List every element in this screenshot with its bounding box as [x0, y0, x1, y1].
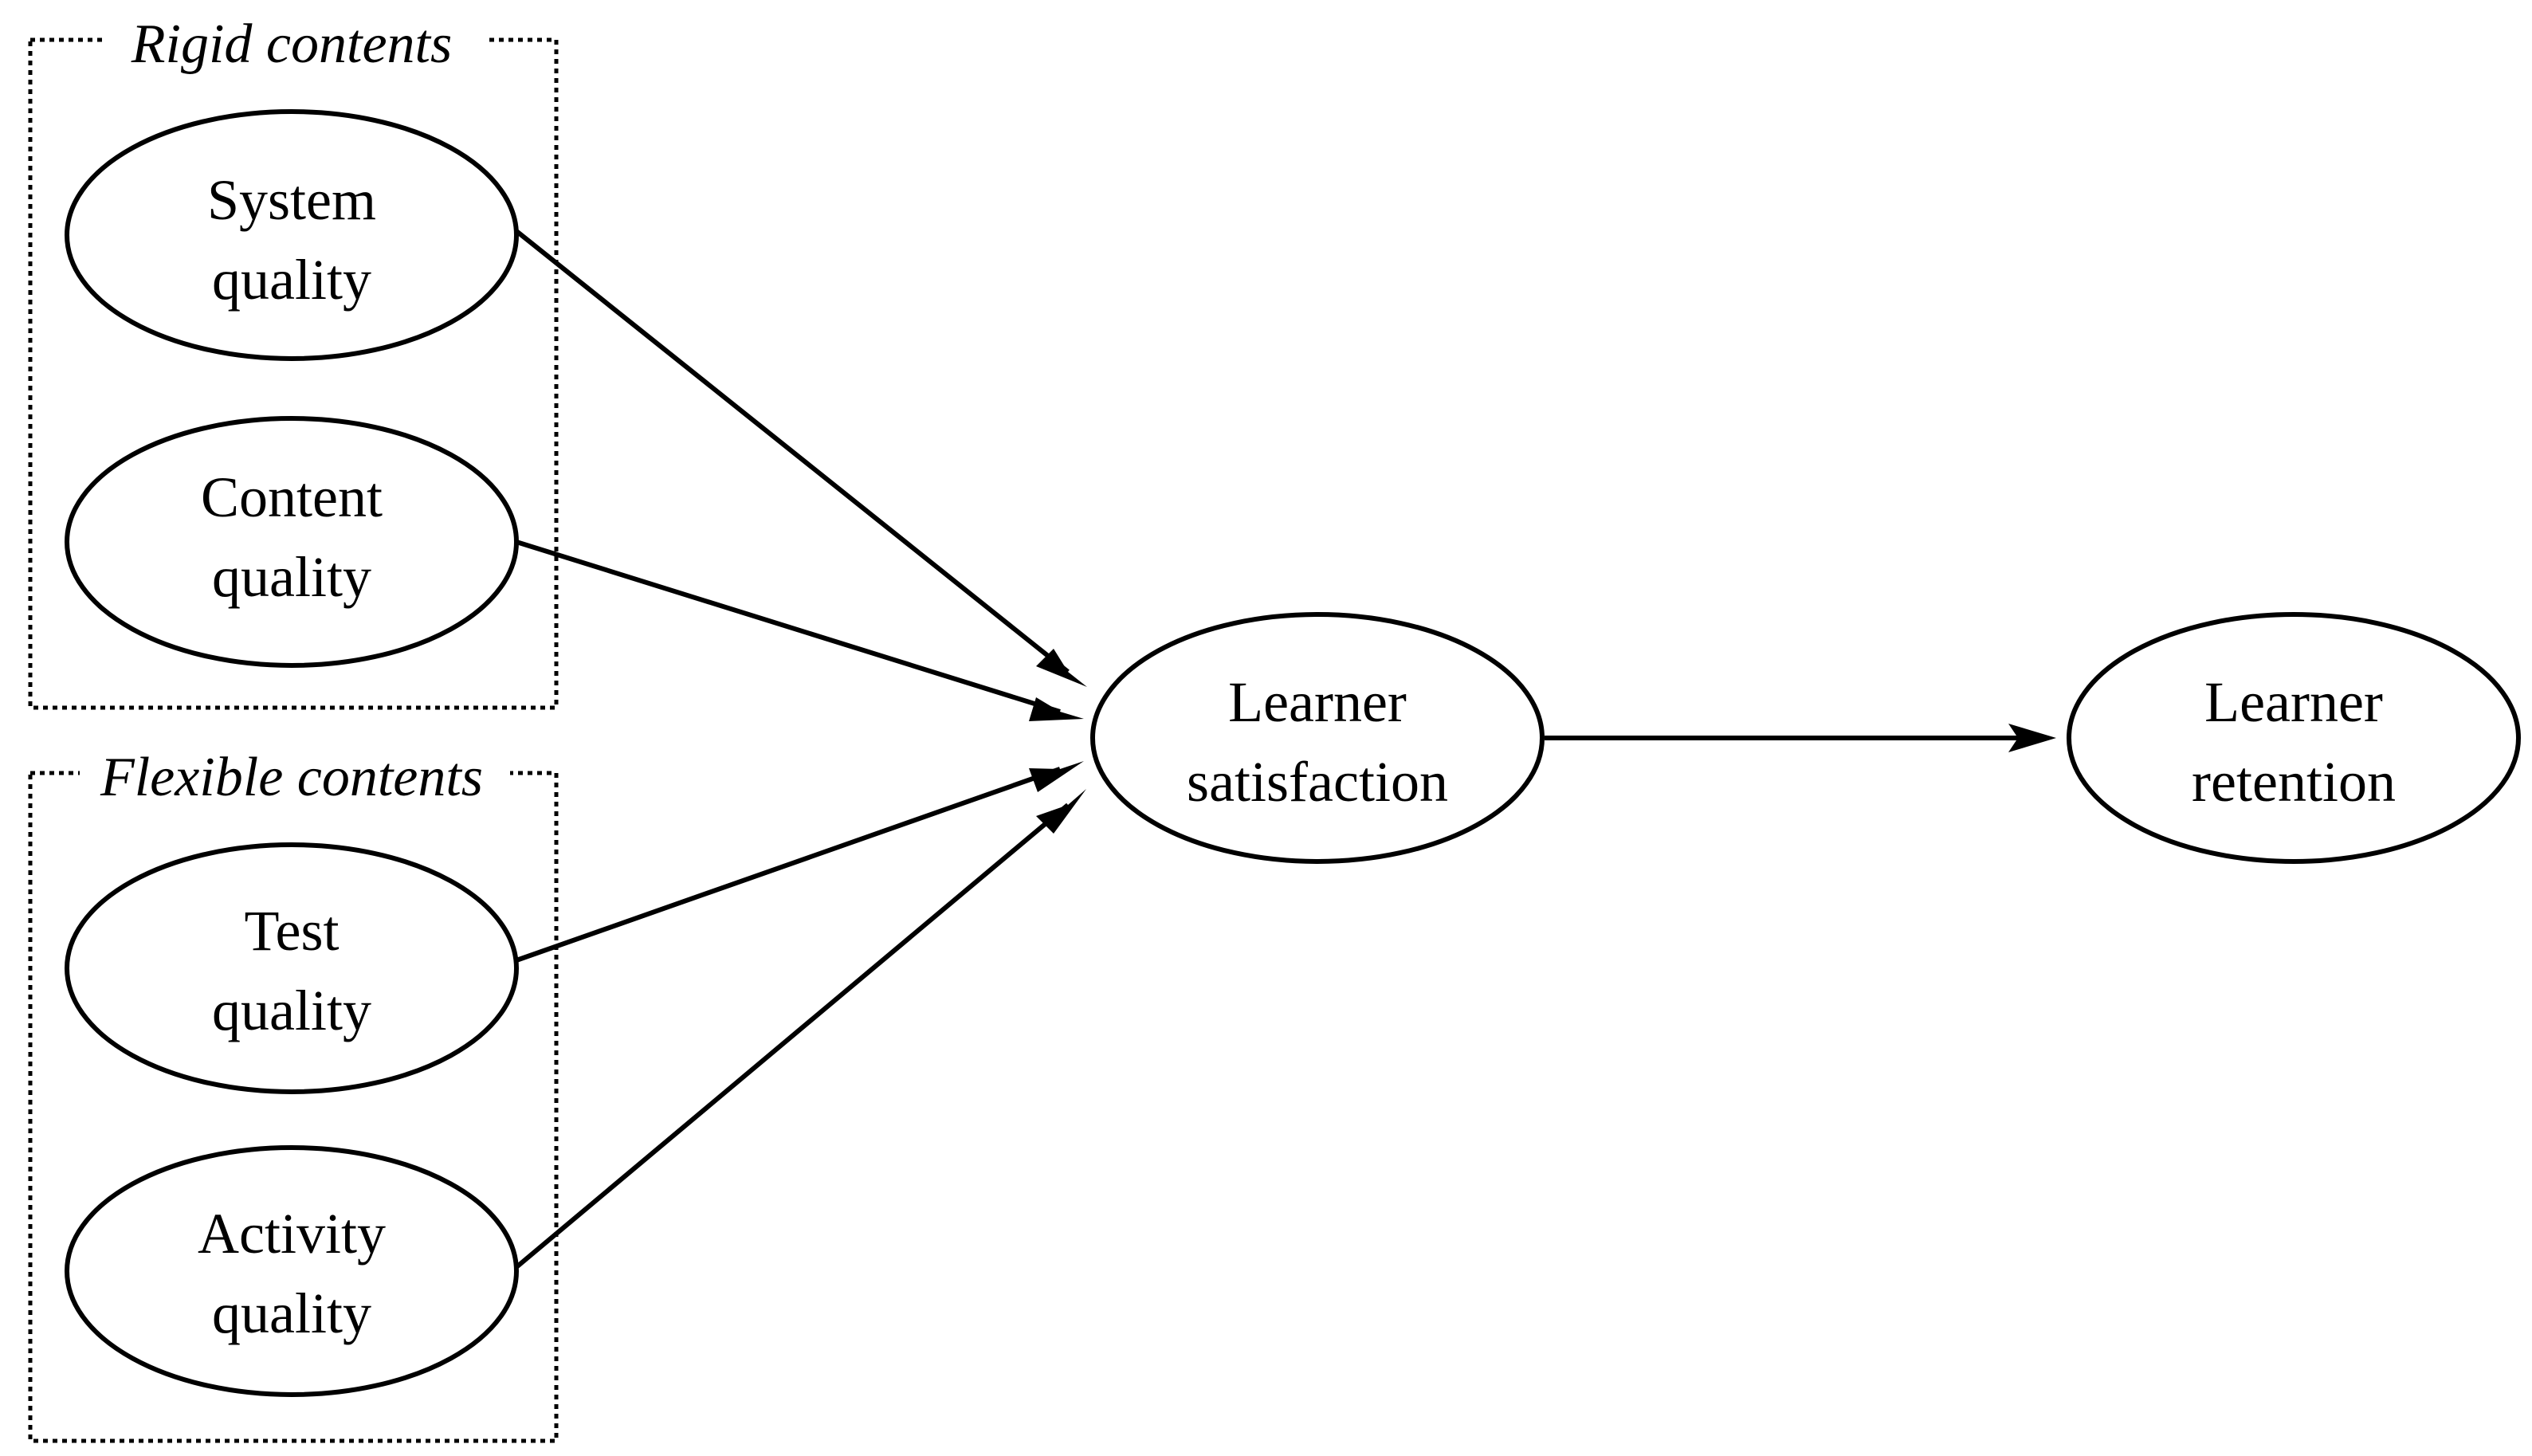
edge-test-to-satisfaction	[516, 767, 1061, 963]
group-rigid-contents: Rigid contents	[28, 8, 559, 710]
node-label-line2: quality	[212, 248, 371, 312]
node-label-line1: Test	[245, 899, 340, 963]
group-label-flexible: Flexible contents	[100, 747, 483, 808]
node-label-line2: quality	[212, 979, 371, 1042]
node-label-line1: Learner	[1228, 670, 1407, 734]
group-flexible-contents: Flexible contents	[28, 741, 559, 1443]
edge-content-to-satisfaction	[516, 540, 1061, 714]
arrowhead-content-to-satisfaction	[1029, 697, 1084, 721]
arrowhead-test-to-satisfaction	[1029, 761, 1084, 792]
node-label-line2: retention	[2192, 750, 2396, 814]
node-test-quality: Test quality	[65, 842, 519, 1094]
node-label-line1: System	[207, 168, 376, 232]
node-label-line1: Learner	[2204, 670, 2383, 734]
node-label-line1: Content	[201, 465, 383, 529]
node-system-quality: System quality	[65, 109, 519, 361]
node-label-line2: quality	[212, 545, 371, 609]
edge-activity-to-satisfaction	[515, 803, 1070, 1270]
node-content-quality: Content quality	[65, 416, 519, 668]
node-label-line2: satisfaction	[1187, 750, 1448, 814]
node-learner-satisfaction: Learner satisfaction	[1090, 612, 1545, 864]
node-learner-retention: Learner retention	[2067, 612, 2521, 864]
group-label-rigid: Rigid contents	[131, 14, 452, 75]
node-label-line2: quality	[212, 1281, 371, 1345]
node-label-line1: Activity	[198, 1202, 386, 1266]
edge-system-to-satisfaction	[515, 229, 1070, 674]
node-activity-quality: Activity quality	[65, 1145, 519, 1397]
edges	[515, 229, 2056, 1270]
arrowhead-system-to-satisfaction	[1036, 649, 1087, 687]
arrowhead-satisfaction-to-retention	[2008, 724, 2056, 752]
arrowhead-activity-to-satisfaction	[1036, 789, 1086, 834]
